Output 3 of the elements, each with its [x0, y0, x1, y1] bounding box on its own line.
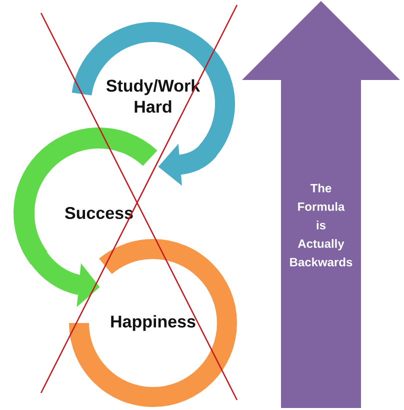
curved-arrow [29, 250, 100, 307]
ring: Happiness [69, 239, 237, 407]
curved-arrow [158, 143, 216, 186]
